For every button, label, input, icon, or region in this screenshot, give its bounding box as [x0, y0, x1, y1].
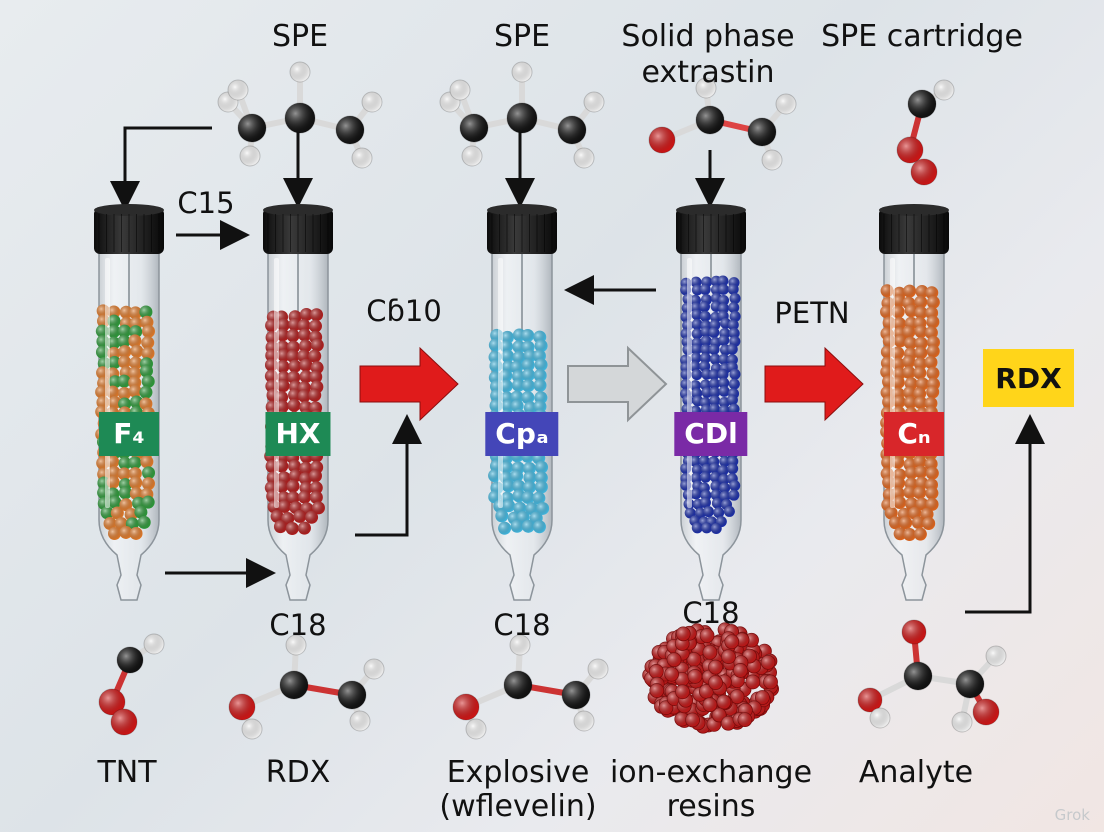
tube-3 — [487, 204, 557, 600]
tube-4 — [676, 204, 746, 600]
label-c15: C15 — [177, 186, 234, 220]
tube2-badge: HX — [265, 412, 330, 456]
label-extrastin: extrastin — [642, 56, 775, 90]
label-wflevelin: (wflevelin) — [439, 790, 596, 824]
red-block-arrow-2 — [765, 348, 863, 420]
molecule-tnt — [99, 634, 164, 735]
molecule-cartridge — [897, 80, 954, 185]
label-solid-phase: Solid phase — [621, 20, 794, 54]
label-explosive: Explosive — [447, 756, 590, 790]
label-c18-2: C18 — [493, 608, 550, 642]
arrow-analyte-to-rdx — [965, 420, 1030, 612]
label-spe-cartridge: SPE cartridge — [821, 20, 1023, 54]
label-resins: resins — [667, 790, 756, 824]
red-block-arrow-1 — [360, 348, 458, 420]
label-petn: PETN — [774, 296, 849, 330]
label-spe-2: SPE — [494, 20, 550, 54]
tube-2 — [263, 204, 333, 600]
label-analyte: Analyte — [859, 756, 973, 790]
molecule-bottom-2 — [453, 635, 608, 739]
gray-block-arrow — [568, 348, 666, 420]
tube-1 — [94, 204, 164, 600]
label-cb10: Cɓ10 — [366, 294, 442, 328]
label-rdx: RDX — [266, 756, 331, 790]
molecule-analyte — [858, 620, 1006, 732]
tube3-badge: Cpₐ — [485, 412, 558, 456]
tube4-badge: CDl — [674, 412, 747, 456]
label-c18-1: C18 — [269, 608, 326, 642]
molecule-bottom-1 — [229, 635, 384, 739]
label-spe-1: SPE — [272, 20, 328, 54]
resin-cluster — [643, 623, 779, 734]
watermark: Grok — [1055, 806, 1090, 824]
label-c18-3: C18 — [682, 596, 739, 630]
molecule-top-1 — [218, 62, 382, 168]
molecule-solid-phase — [649, 78, 796, 170]
tube5-badge: Cₙ — [884, 412, 944, 456]
tube1-badge: F₄ — [99, 412, 159, 456]
tube-5 — [879, 204, 949, 600]
arrow-up-to-red — [355, 420, 407, 535]
block-arrows — [360, 348, 863, 420]
label-ion-exchange: ion-exchange — [610, 756, 812, 790]
rdx-output-box: RDX — [983, 349, 1074, 407]
molecule-top-2 — [440, 62, 604, 168]
label-tnt: TNT — [97, 756, 156, 790]
